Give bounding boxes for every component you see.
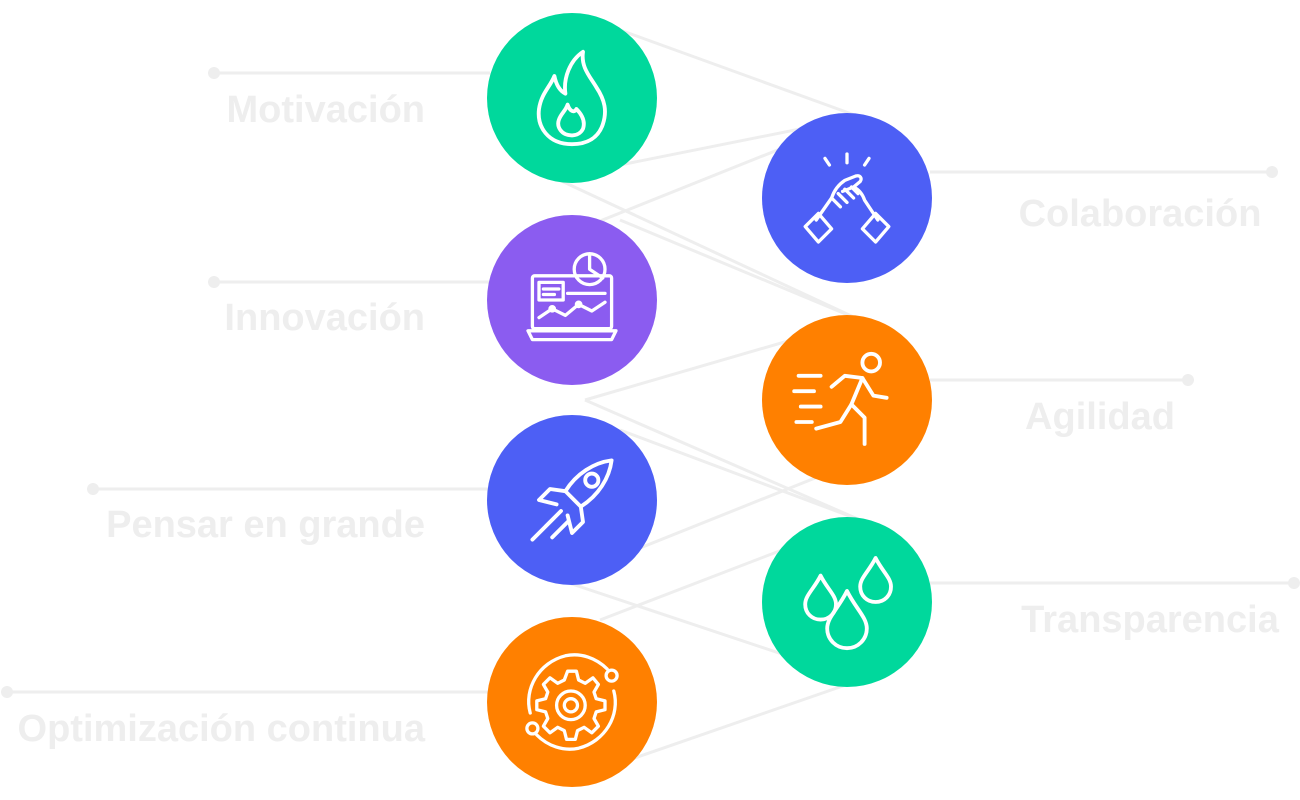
connector xyxy=(599,678,861,772)
label-collaboration: Colaboración xyxy=(1018,193,1262,235)
leader-dot-transparency xyxy=(1288,577,1300,589)
connector xyxy=(619,28,861,119)
think-big-circle xyxy=(487,415,657,585)
leader-dot-agility xyxy=(1182,374,1194,386)
transparency-circle xyxy=(762,517,932,687)
gear-orbit-icon xyxy=(525,653,619,751)
leader-dot-collaboration xyxy=(1266,166,1278,178)
innovation-circle xyxy=(487,215,657,385)
handshake-icon xyxy=(803,152,891,244)
leader-dot-motivation xyxy=(208,67,220,79)
agility-circle xyxy=(762,315,932,485)
label-agility: Agilidad xyxy=(1025,396,1175,438)
connector xyxy=(584,398,861,522)
collaboration-circle xyxy=(762,113,932,283)
label-transparency: Transparencia xyxy=(1021,599,1279,641)
analytics-laptop-icon xyxy=(526,252,618,342)
rocket-icon xyxy=(530,458,614,542)
running-person-icon xyxy=(792,351,889,446)
connector xyxy=(619,218,861,322)
label-optimization: Optimización continua xyxy=(17,708,425,750)
leader-dot-optimization xyxy=(1,686,13,698)
label-think-big: Pensar en grande xyxy=(106,504,425,546)
label-innovation: Innovación xyxy=(224,297,425,339)
motivation-circle xyxy=(487,13,657,183)
connector xyxy=(619,428,861,522)
leader-dot-innovation xyxy=(208,276,220,288)
flame-icon xyxy=(536,49,607,147)
label-motivation: Motivación xyxy=(226,89,425,131)
leader-dot-think-big xyxy=(87,483,99,495)
connector xyxy=(554,176,861,322)
water-drops-icon xyxy=(803,556,893,651)
optimization-circle xyxy=(487,617,657,787)
